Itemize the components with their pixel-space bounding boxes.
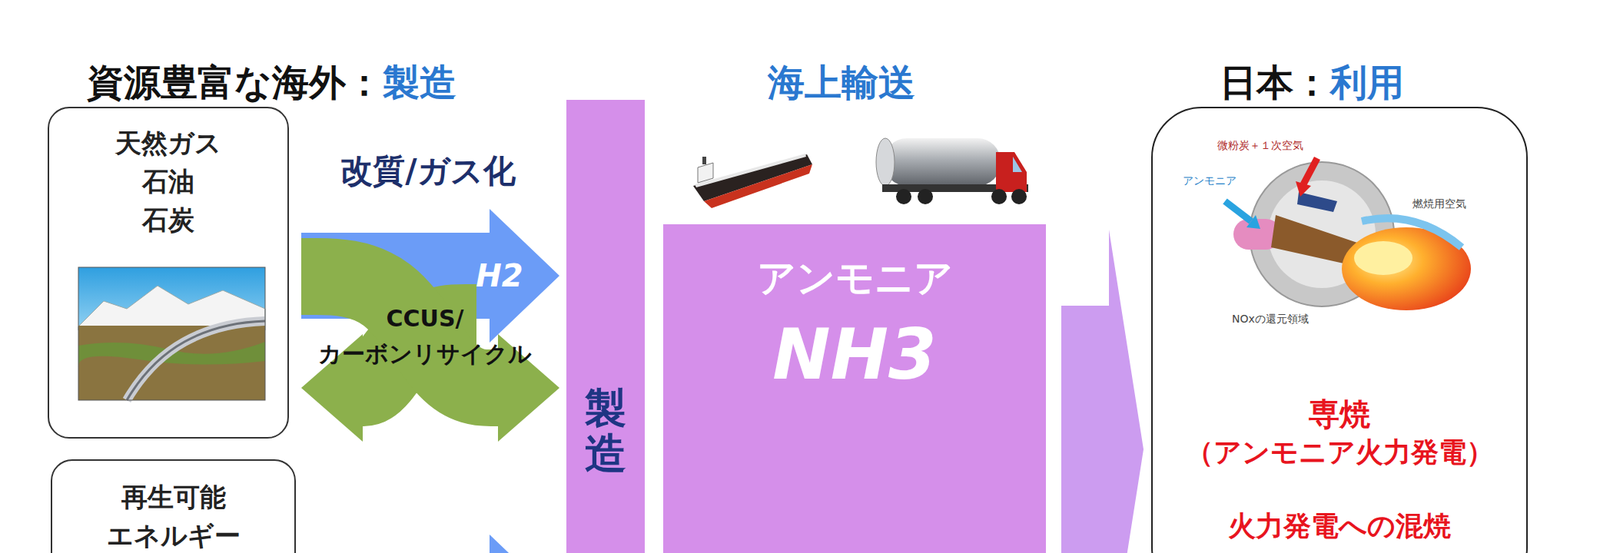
pipeline <box>126 321 266 401</box>
burner-part <box>1297 192 1338 213</box>
curved-arrow-body <box>301 276 500 389</box>
node-text: 製造 <box>584 385 627 478</box>
section-heading: 日本： <box>1219 58 1331 108</box>
truck-window <box>1012 156 1023 173</box>
ammonia-inlet-arrow <box>1224 201 1252 222</box>
source-box: 天然ガス 石油 石炭 <box>47 106 289 439</box>
coal-inlet-head <box>1295 181 1312 197</box>
node-text: アンモニア <box>756 255 953 302</box>
pipeline-edge <box>126 321 266 401</box>
section-heading: 利用 <box>1330 58 1405 108</box>
part-label: 燃焼用空気 <box>1412 197 1467 212</box>
node-text: 火力発電への混焼 <box>1228 507 1451 545</box>
tank-truck <box>876 138 1029 205</box>
tanker-ship <box>693 153 813 209</box>
process-band: 製造 <box>566 99 645 553</box>
node-text: NH3 <box>772 316 937 394</box>
part-label: 微粉炭＋１次空気 <box>1217 139 1304 153</box>
part-label: NOxの還元領域 <box>1231 312 1309 327</box>
flame-core <box>1354 241 1413 276</box>
node-text: 再生可能 エネルギー <box>106 478 241 553</box>
process-label: 改質/ガス化 <box>340 149 515 193</box>
burner-illustration <box>1224 158 1471 311</box>
section-heading: 海上輸送 <box>767 58 916 108</box>
block-arrow <box>1061 229 1144 553</box>
ship-bridge <box>697 162 714 183</box>
wheel <box>1011 189 1027 205</box>
wheel <box>917 189 933 205</box>
flow-arrow <box>1061 229 1144 553</box>
tank-end <box>876 138 895 186</box>
truck-cab <box>995 152 1027 193</box>
node-text: 専焼 <box>1308 394 1371 435</box>
wheel <box>991 189 1007 205</box>
ammonia-inlet-head <box>1246 215 1261 230</box>
product-box: アンモニア NH3 <box>663 224 1046 553</box>
node-text: （アンモニア火力発電） <box>1185 434 1494 472</box>
use-box: 専焼（アンモニア火力発電） 火力発電への混焼 <box>1151 106 1528 553</box>
picture-frame <box>78 267 266 401</box>
edge-label: H2 <box>475 258 523 294</box>
part-label: アンモニア <box>1182 174 1237 189</box>
coal-inlet-arrow <box>1303 158 1318 185</box>
edge-label: CCUS/ カーボンリサイクル <box>318 301 532 372</box>
flow-arrow <box>308 534 560 553</box>
section-heading: 製造 <box>382 58 457 108</box>
ground <box>78 325 266 401</box>
ship-funnel <box>702 156 707 165</box>
truck-tank <box>883 138 1001 186</box>
ship-deck <box>694 153 807 188</box>
air-flow <box>1361 218 1462 248</box>
node-text: 天然ガス 石油 石炭 <box>115 123 222 240</box>
section-heading: 資源豊富な海外： <box>86 58 383 108</box>
pipeline-picture <box>78 267 266 401</box>
source-box: 再生可能 エネルギー <box>50 459 296 553</box>
wheel <box>896 189 912 205</box>
block-arrow <box>308 534 560 553</box>
ship-keel <box>703 164 813 209</box>
flow-arrow <box>301 276 560 442</box>
